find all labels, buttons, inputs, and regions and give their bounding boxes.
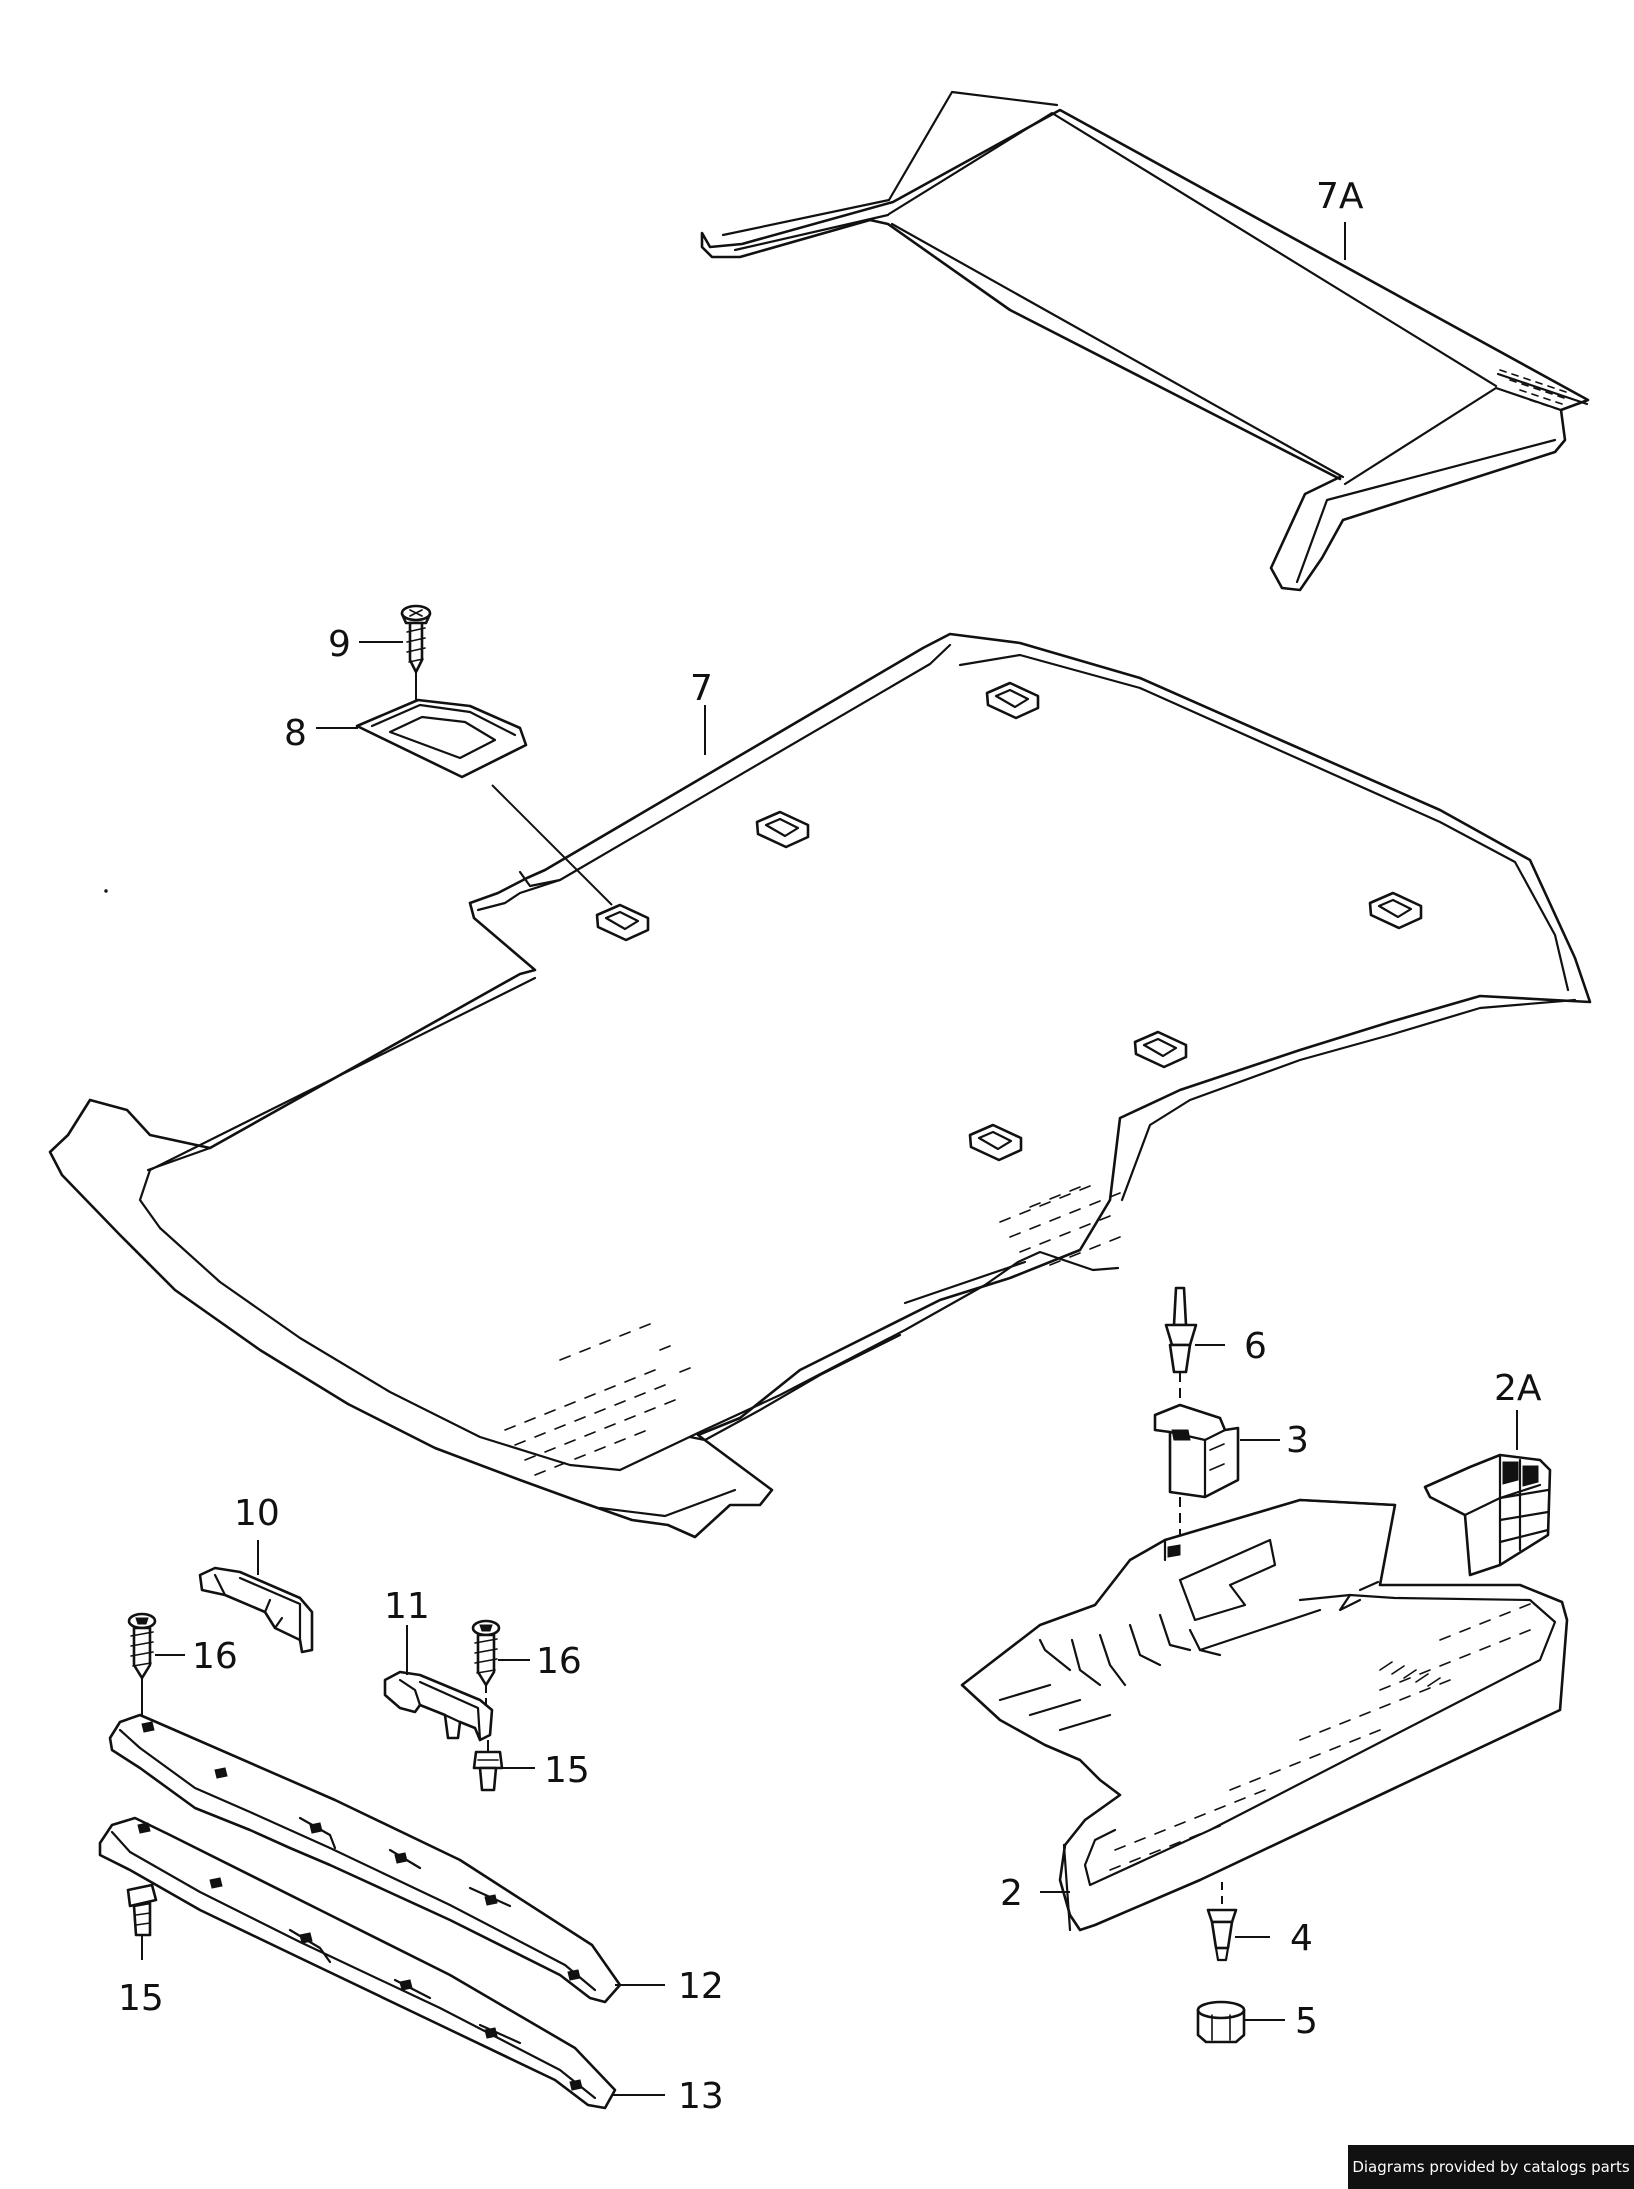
part-6-push-clip[interactable] (1164, 1286, 1198, 1402)
part-13-trim-strip[interactable] (98, 1816, 617, 2110)
part-15-clip[interactable] (126, 1883, 158, 1960)
headliner-perforation (999, 1185, 1121, 1266)
part-7a-perforation (1499, 369, 1567, 411)
part-7-headliner[interactable] (48, 632, 1592, 1539)
headliner-clip-socket (595, 903, 650, 942)
part-10-bracket[interactable] (198, 1566, 314, 1654)
part-2a-side-bracket[interactable] (1423, 1453, 1552, 1577)
part-2-footwell-tray[interactable] (960, 1498, 1569, 1932)
callout-9: 9 (328, 624, 351, 665)
part-7a-roof-trim[interactable] (700, 90, 1590, 592)
headliner-clip-socket (1368, 891, 1423, 930)
callout-8: 8 (284, 713, 307, 754)
callout-12: 12 (678, 1966, 724, 2007)
part-9-screw[interactable] (400, 604, 432, 702)
callout-13: 13 (678, 2076, 724, 2117)
callout-5: 5 (1295, 2001, 1318, 2042)
callout-16-right: 16 (536, 1641, 582, 1682)
stray-dot (104, 889, 108, 893)
headliner-clip-socket (755, 810, 810, 849)
callout-labels: 7A 7 8 9 6 3 2A 10 11 16 16 15 15 12 13 … (118, 176, 1542, 2117)
callout-2: 2 (1000, 1873, 1023, 1914)
part-12-trim-strip[interactable] (108, 1713, 622, 2004)
headliner-clip-socket (985, 681, 1040, 720)
tray-perforation (1109, 1603, 1531, 1871)
part-11-bracket[interactable] (383, 1670, 494, 1742)
callout-15-right: 15 (544, 1750, 590, 1791)
callout-10: 10 (234, 1493, 280, 1534)
callout-2a: 2A (1494, 1368, 1542, 1409)
callout-11: 11 (384, 1586, 430, 1627)
callout-4: 4 (1290, 1918, 1313, 1959)
headliner-clip-socket (1133, 1030, 1188, 1069)
part-16-screw[interactable] (127, 1612, 157, 1728)
callout-7a: 7A (1316, 176, 1364, 217)
part-3-retainer[interactable] (1153, 1403, 1240, 1545)
part-4-push-rivet[interactable] (1206, 1882, 1238, 1962)
callout-3: 3 (1286, 1420, 1309, 1461)
headliner-perforation (504, 1323, 691, 1476)
callout-6: 6 (1244, 1326, 1267, 1367)
callout-16-left: 16 (192, 1636, 238, 1677)
callout-7: 7 (690, 668, 713, 709)
callout-15-left: 15 (118, 1978, 164, 2019)
part-5-cap-nut[interactable] (1196, 2000, 1246, 2044)
part-16-screw[interactable] (471, 1619, 501, 1710)
credit-footer: Diagrams provided by catalogs parts (1348, 2145, 1634, 2189)
part-8-cover-cap[interactable] (355, 698, 613, 906)
part-15-clip[interactable] (472, 1740, 504, 1792)
leader-lines (155, 222, 1518, 2096)
headliner-clip-socket (968, 1123, 1023, 1162)
